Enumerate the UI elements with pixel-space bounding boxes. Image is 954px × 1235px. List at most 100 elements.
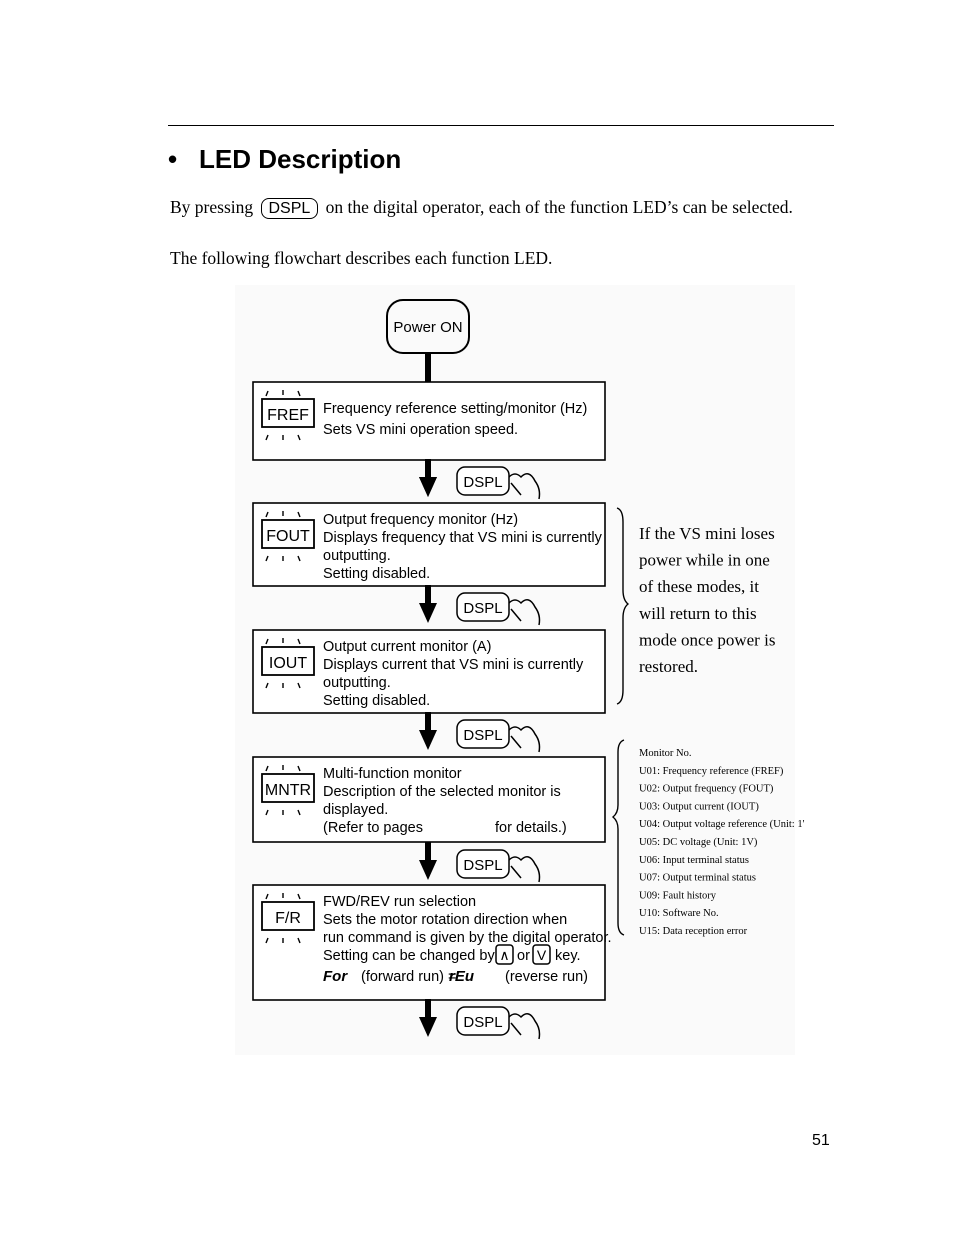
- step-5-down-key-label: V: [537, 947, 547, 963]
- step-1-line-2: Sets VS mini operation speed.: [323, 422, 518, 438]
- dspl-key-3-label: DSPL: [463, 727, 502, 744]
- step-2-led-display: [261, 519, 315, 549]
- connector-line: [425, 353, 431, 382]
- step-2-led-ray: [297, 511, 301, 518]
- step-5-led-ray: [265, 937, 269, 944]
- monitor-list-brace: [611, 739, 625, 936]
- step-4-led-label: MNTR: [265, 782, 311, 799]
- step-1-led-label: FREF: [267, 407, 309, 424]
- step-5-for-code: For: [323, 968, 348, 985]
- power-note-line-2: power while in one: [639, 551, 770, 570]
- arrow-4-head: [419, 860, 437, 880]
- step-5-line-2: Sets the motor rotation direction when: [323, 912, 567, 928]
- arrow-3-head: [419, 730, 437, 750]
- step-5-or: or: [517, 948, 530, 964]
- step-5-rev-text: (reverse run): [505, 969, 588, 985]
- monitor-list-item-11: U15: Data reception error: [639, 926, 748, 937]
- heading-title: LED Description: [199, 144, 402, 174]
- step-3-led-display: [261, 646, 315, 676]
- dspl-key-5-finger-icon: [508, 1013, 541, 1040]
- section-heading: • LED Description: [168, 140, 401, 178]
- step-1-led-ray: [265, 390, 269, 397]
- step-5-up-key-label: ∧: [499, 947, 509, 963]
- step-3-led-ray: [297, 638, 301, 645]
- dspl-key-inline: DSPL: [260, 198, 319, 219]
- step-3-line-1: Output current monitor (A): [323, 639, 491, 655]
- step-4-led-ray: [265, 765, 269, 772]
- step-4-refer-pre: (Refer to pages: [323, 820, 423, 836]
- step-4-line-2: Description of the selected monitor is: [323, 784, 561, 800]
- step-5-led-display: [261, 901, 315, 931]
- power-note-line-5: mode once power is: [639, 630, 775, 649]
- dspl-key-4-keycap: [456, 849, 510, 879]
- power-note-line-1: If the VS mini loses: [639, 524, 775, 543]
- step-2-led-ray: [265, 511, 269, 518]
- monitor-list-item-5: U04: Output voltage reference (Unit: 1': [639, 819, 805, 830]
- arrow-5-head: [419, 1017, 437, 1037]
- step-5-led-ray: [297, 937, 301, 944]
- step-5-line-3: run command is given by the digital oper…: [323, 930, 612, 946]
- step-3-line-4: Setting disabled.: [323, 693, 430, 709]
- intro-paragraph: By pressing DSPL on the digital operator…: [170, 196, 820, 219]
- step-5-led-label: F/R: [275, 910, 301, 927]
- dspl-key-2-finger-icon: [508, 599, 541, 626]
- intro-after-key: on the digital operator, each of the fun…: [325, 197, 793, 217]
- dspl-key-1-finger-icon: [508, 473, 541, 500]
- header-rule: [168, 125, 834, 126]
- step-3-led-ray: [297, 682, 301, 689]
- step-3-line-2: Displays current that VS mini is current…: [323, 657, 584, 673]
- monitor-list-item-1: Monitor No.: [639, 748, 692, 759]
- step-1-led-display: [261, 398, 315, 428]
- power-note-line-3: of these modes, it: [639, 577, 759, 596]
- flowchart-svg: Power ON FREF Frequency reference setting/…: [252, 299, 805, 1040]
- dspl-key-1-keycap: [456, 466, 510, 496]
- monitor-list-item-4: U03: Output current (IOUT): [639, 801, 759, 812]
- step-2-led-label: FOUT: [266, 528, 310, 545]
- step-5-change-pre: Setting can be changed by: [323, 948, 495, 964]
- step-5-for-text: (forward run) =: [361, 969, 457, 985]
- step-4-refer-post: for details.): [495, 820, 567, 836]
- arrow-1-head: [419, 477, 437, 497]
- dspl-key-5-keycap: [456, 1006, 510, 1036]
- step-5-rev-code: rEu: [449, 968, 474, 985]
- dspl-key-3-finger-icon: [508, 726, 541, 753]
- monitor-list-item-3: U02: Output frequency (FOUT): [639, 784, 774, 795]
- step-2-led-ray: [297, 555, 301, 562]
- arrow-4-shaft: [425, 842, 431, 864]
- step-3-led-ray: [265, 682, 269, 689]
- power-note-brace: [616, 507, 630, 705]
- step-3-led-ray: [265, 638, 269, 645]
- step-1-led-ray: [297, 434, 301, 441]
- intro-before-key: By pressing: [170, 197, 254, 217]
- power-note-line-6: restored.: [639, 657, 698, 676]
- arrow-3-shaft: [425, 712, 431, 734]
- step-5-line-1: FWD/REV run selection: [323, 894, 476, 910]
- flowchart-intro: The following flowchart describes each f…: [170, 248, 553, 268]
- flowchart-figure: Power ON FREF Frequency reference setting/…: [235, 285, 805, 1055]
- step-4-line-3: displayed.: [323, 802, 388, 818]
- step-1-led-ray: [265, 434, 269, 441]
- arrow-5-shaft: [425, 999, 431, 1021]
- step-5-down-key: [532, 944, 551, 965]
- power-on-label: Power ON: [393, 319, 462, 336]
- dspl-key-2-label: DSPL: [463, 600, 502, 617]
- step-5-led-ray: [297, 893, 301, 900]
- step-5-led-ray: [265, 893, 269, 900]
- step-5-up-key: [495, 944, 514, 965]
- step-4-led-display: [261, 773, 315, 803]
- monitor-list-item-7: U06: Input terminal status: [639, 855, 749, 866]
- monitor-list-item-10: U10: Software No.: [639, 908, 719, 919]
- dspl-key-4-finger-icon: [508, 856, 541, 883]
- heading-bullet: •: [168, 144, 178, 174]
- power-note-line-4: will return to this: [639, 604, 757, 623]
- step-2-line-4: Setting disabled.: [323, 566, 430, 582]
- dspl-key-5-label: DSPL: [463, 1014, 502, 1031]
- page-number: 51: [812, 1132, 830, 1149]
- dspl-key-4-label: DSPL: [463, 857, 502, 874]
- step-1-line-1: Frequency reference setting/monitor (Hz): [323, 401, 587, 417]
- step-2-line-2: Displays frequency that VS mini is curre…: [323, 530, 603, 546]
- step-2-led-ray: [265, 555, 269, 562]
- step-3-led-label: IOUT: [269, 655, 307, 672]
- monitor-list-item-6: U05: DC voltage (Unit: 1V): [639, 837, 758, 848]
- step-5-change-post: key.: [555, 948, 581, 964]
